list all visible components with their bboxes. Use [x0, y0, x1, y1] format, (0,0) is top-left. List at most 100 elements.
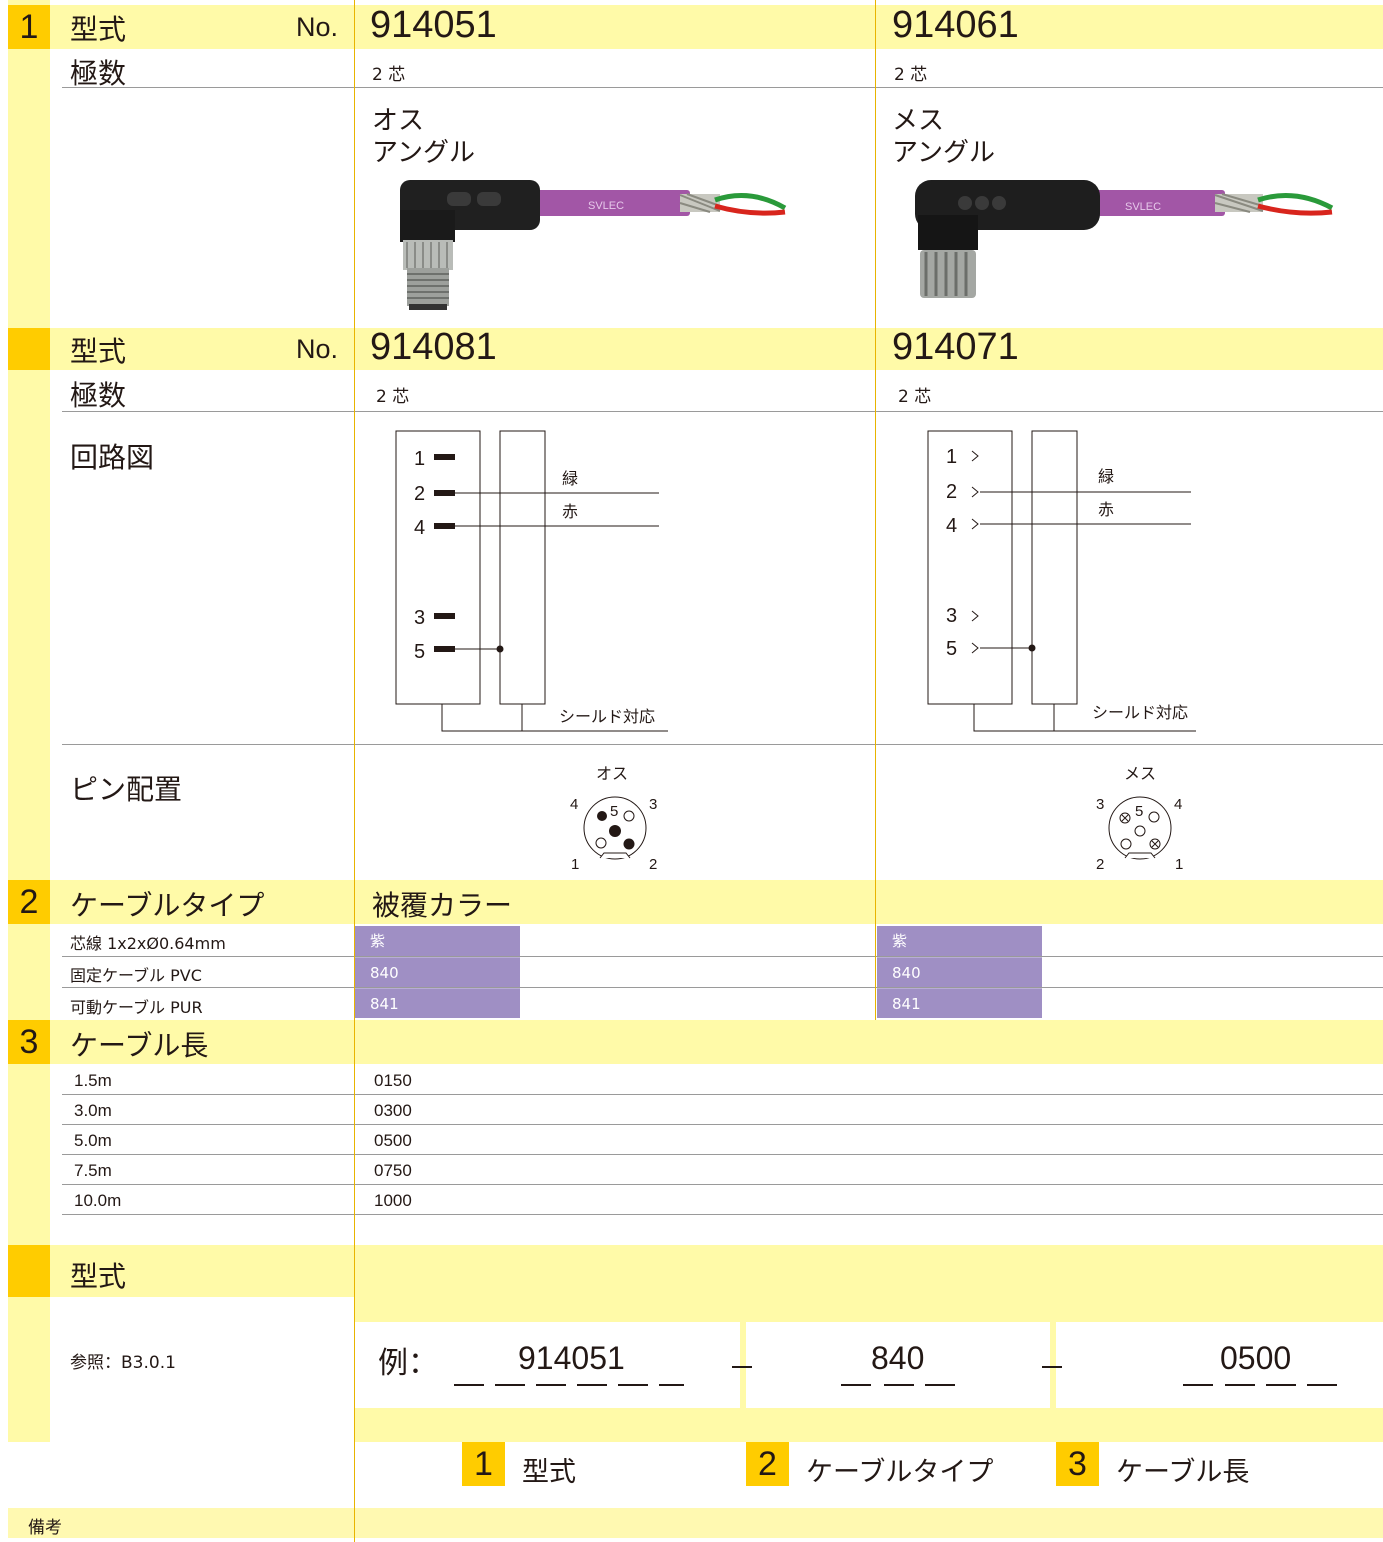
length-value: 10.0m	[74, 1191, 122, 1210]
code-digit-slot	[841, 1384, 871, 1386]
pin-label: 4	[946, 515, 957, 537]
poles-value-914061: 2 芯	[894, 65, 928, 85]
pinout-label: 3	[1096, 796, 1104, 813]
color-swatch-cell: 紫	[877, 926, 1042, 957]
pin-label: 3	[414, 607, 425, 629]
wire-red-label: 赤	[1098, 500, 1114, 519]
cable-type-row-label: 固定ケーブル PVC	[70, 966, 202, 985]
left-margin-stripe	[8, 0, 50, 1442]
legend-label: 型式	[522, 1457, 576, 1488]
section2-header-band	[8, 880, 1383, 924]
divider	[62, 956, 1383, 957]
poles-label: 極数	[70, 57, 127, 90]
code-digit-slot	[495, 1384, 525, 1386]
legend-label: ケーブル長	[1116, 1457, 1250, 1488]
pinout-label: 5	[1135, 803, 1143, 820]
circuit-diagram-label: 回路図	[70, 441, 155, 474]
color-swatch-cell: 紫	[355, 926, 520, 957]
ordering-example-box-cable	[746, 1322, 1050, 1408]
ordering-example-box-model	[355, 1322, 740, 1408]
color-swatch-cell: 841	[355, 988, 520, 1018]
ordering-example-box-length	[1056, 1322, 1383, 1408]
code-digit-slot	[1225, 1384, 1255, 1386]
model-number-914061: 914061	[892, 4, 1019, 46]
pin-label: 3	[946, 605, 957, 627]
color-header: 被覆カラー	[372, 889, 513, 922]
model-label: 型式	[70, 13, 127, 46]
circuit-diagram-male: 1 2 4 3 5 緑 赤 シールド対応	[395, 430, 668, 732]
code-digit-slot	[1266, 1384, 1296, 1386]
length-code: 1000	[374, 1191, 412, 1210]
connector-type-line2-914051: アングル	[372, 138, 475, 168]
length-code: 0300	[374, 1101, 412, 1120]
legend-number-badge: 2	[746, 1442, 789, 1486]
color-swatch-cell: 840	[877, 957, 1042, 988]
code-digit-slot	[884, 1384, 914, 1386]
divider	[62, 1184, 1383, 1185]
no-label: No.	[296, 334, 339, 364]
no-label: No.	[296, 12, 339, 42]
pinout-label: 4	[1174, 796, 1182, 813]
legend-number-badge: 1	[462, 1442, 505, 1486]
color-swatch-cell: 840	[355, 957, 520, 988]
remarks-label: 備考	[28, 1518, 62, 1538]
pinout-label: ピン配置	[70, 773, 183, 806]
divider	[62, 744, 1383, 745]
length-value: 1.5m	[74, 1071, 112, 1090]
section2-title: ケーブルタイプ	[70, 889, 265, 922]
connector-type-line1-914051: オス	[372, 106, 425, 136]
example-length-code: 0500	[1220, 1340, 1292, 1376]
code-separator	[732, 1366, 752, 1368]
section1b-number-badge	[8, 328, 50, 370]
divider	[62, 1154, 1383, 1155]
example-label: 例：	[378, 1346, 438, 1381]
divider	[62, 987, 1383, 988]
shield-label: シールド対応	[1092, 703, 1188, 722]
pinout-male-icon: 4 5 3 1 2	[570, 796, 657, 873]
model-number-914081: 914081	[370, 326, 497, 368]
length-code: 0500	[374, 1131, 412, 1150]
code-digit-slot	[577, 1384, 607, 1386]
pin-label: 2	[414, 483, 425, 505]
ordering-title: 型式	[70, 1260, 127, 1293]
cable-type-row-label: 芯線 1x2xØ0.64mm	[70, 934, 226, 953]
code-digit-slot	[454, 1384, 484, 1386]
poles-value-914071: 2 芯	[898, 387, 932, 407]
pin-label: 5	[414, 641, 425, 663]
model-number-914071: 914071	[892, 326, 1019, 368]
divider	[62, 1094, 1383, 1095]
pin-label: 2	[946, 481, 957, 503]
pinout-gender-male: オス	[596, 764, 629, 783]
poles-value-914051: 2 芯	[372, 65, 406, 85]
pinout-gender-female: メス	[1124, 764, 1157, 783]
section3-title: ケーブル長	[70, 1029, 209, 1062]
poles-label: 極数	[70, 379, 127, 412]
section1b-header-band	[8, 328, 1383, 370]
ordering-header-band	[8, 1245, 1383, 1297]
section2-number-badge: 2	[8, 880, 50, 924]
example-model-code: 914051	[518, 1340, 625, 1376]
male-angled-connector-cable-photo: SVLEC	[400, 180, 787, 310]
wire-green-label: 緑	[562, 469, 578, 488]
divider	[62, 411, 1383, 412]
pinout-label: 4	[570, 796, 578, 813]
pinout-label: 2	[1096, 856, 1104, 873]
cable-print-text: SVLEC	[1125, 201, 1161, 213]
column-divider	[354, 0, 355, 1542]
pin-label: 1	[946, 446, 957, 468]
legend-label: ケーブルタイプ	[806, 1457, 994, 1488]
ordering-number-badge	[8, 1245, 50, 1297]
code-separator	[1042, 1366, 1062, 1368]
section1-header-band	[8, 5, 1383, 49]
pinout-label: 2	[649, 856, 657, 873]
female-angled-connector-cable-photo: SVLEC	[915, 180, 1334, 298]
model-label: 型式	[70, 335, 127, 368]
model-number-914051: 914051	[370, 4, 497, 46]
code-digit-slot	[659, 1384, 684, 1386]
length-value: 3.0m	[74, 1101, 112, 1120]
length-code: 0150	[374, 1071, 412, 1090]
pin-label: 5	[946, 638, 957, 660]
column-divider	[875, 0, 876, 1020]
length-value: 5.0m	[74, 1131, 112, 1150]
